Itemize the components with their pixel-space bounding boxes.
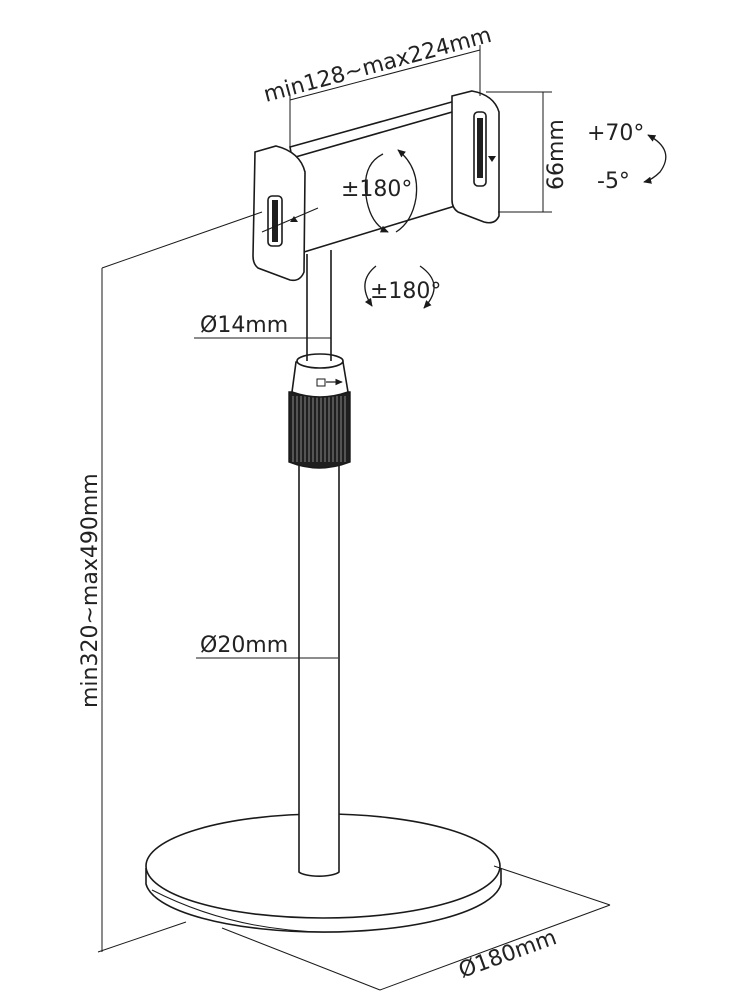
lower-pole (298, 462, 340, 877)
tilt-down-label: -5° (597, 169, 630, 194)
pole-rotation-label: ±180° (370, 279, 441, 304)
right-clamp-arm (451, 90, 500, 224)
upper-pole (306, 250, 332, 361)
upper-pole-diameter-label: Ø14mm (200, 313, 288, 338)
lower-pole-diameter-label: Ø20mm (200, 633, 288, 658)
stand-height-dimension (97, 211, 263, 953)
lock-icon (316, 378, 343, 387)
base-diameter-label: Ø180mm (456, 925, 561, 983)
holder-height-label: 66mm (544, 119, 569, 190)
stand-height-label: min320~max490mm (78, 473, 103, 708)
holder-rotation-arrows (364, 149, 418, 233)
holder-width-dimension (289, 45, 481, 147)
pole-rotation-arrows (364, 265, 435, 309)
tilt-arrows (643, 134, 667, 184)
holder-height-dimension (486, 91, 552, 213)
left-clamp-arm (252, 145, 306, 282)
height-adjust-knob (288, 353, 351, 469)
phone-clamp-holder (252, 90, 500, 282)
tilt-up-label: +70° (587, 121, 644, 146)
holder-rotation-label: ±180° (341, 177, 412, 202)
base-diameter-dimension (221, 865, 611, 991)
holder-center-leader (261, 207, 319, 233)
